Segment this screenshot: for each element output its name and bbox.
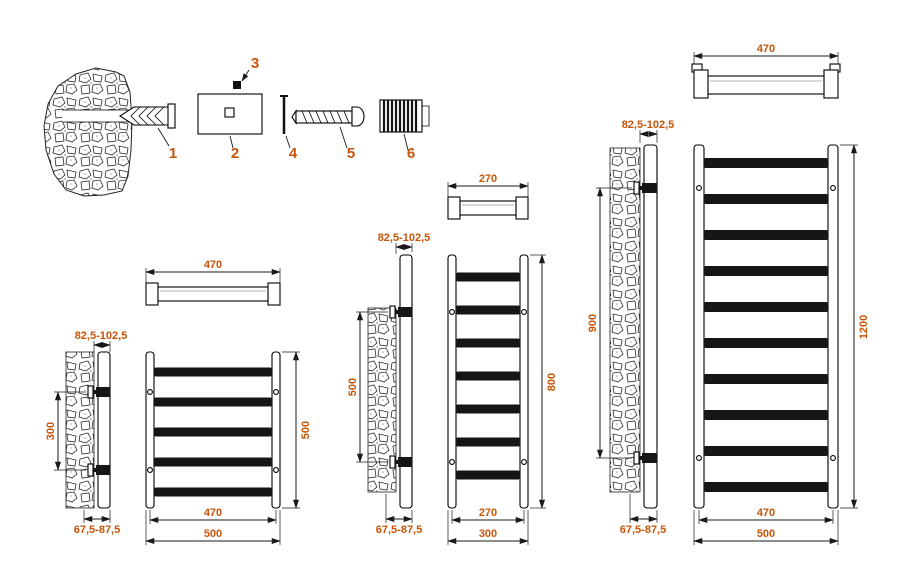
rung: [704, 230, 828, 240]
part-label-3: 3: [251, 55, 259, 72]
rung: [704, 194, 828, 204]
medium-width-inner-dim: 270: [479, 507, 497, 519]
medium-bracket-bottom: [389, 455, 412, 469]
part-label-5: 5: [347, 145, 355, 162]
fixing-screw: [291, 106, 365, 149]
rung: [704, 446, 828, 456]
small-rail-top-view: 470: [145, 259, 281, 306]
rung: [704, 374, 828, 384]
small-bracket-bottom: [87, 463, 110, 477]
part-label-4: 4: [289, 145, 298, 162]
rung: [704, 158, 828, 168]
rung: [154, 397, 272, 407]
large-bracket-bottom: [633, 451, 657, 465]
large-bracket-span-dim: 900: [587, 314, 599, 332]
large-rail-top-view: 470: [691, 43, 841, 99]
medium-bottom-offset-dim: 67,5-87,5: [376, 524, 422, 536]
medium-bracket-top: [389, 305, 412, 319]
medium-rail-side-view: 82,5-102,5 500 67,5-87,5: [347, 232, 430, 536]
medium-rail-top-view: 270: [447, 173, 529, 220]
small-rail-width-dim: 470: [204, 259, 222, 271]
rung: [456, 437, 520, 447]
rung: [456, 272, 520, 282]
wall-section: [43, 67, 133, 197]
rung: [456, 470, 520, 480]
rung: [456, 404, 520, 414]
large-width-outer-dim: 500: [757, 528, 775, 540]
rung: [154, 487, 272, 497]
small-rail-front-view: 500 470 500: [145, 351, 312, 545]
medium-width-outer-dim: 300: [479, 528, 497, 540]
medium-rail-width-dim: 270: [479, 173, 497, 185]
medium-rail-assembly: 270 82,5-102,5 500: [347, 173, 558, 545]
large-height-dim: 1200: [858, 315, 870, 339]
small-bracket-top: [87, 385, 110, 399]
small-rail-side-view: 82,5-102,5 300 67,5-87,5: [45, 330, 127, 536]
large-rail-front-view: 1200 470 500: [693, 144, 870, 545]
small-bottom-offset-dim: 67,5-87,5: [74, 524, 120, 536]
large-rail-assembly: 470 82,5-102,5 900: [587, 43, 870, 545]
small-wall-offset-dim: 82,5-102,5: [75, 330, 128, 342]
small-wall-hatch: [65, 351, 95, 509]
small-rail-assembly: 470 82,5-102,5 300: [45, 259, 312, 545]
part-label-1: 1: [169, 145, 177, 162]
rung: [456, 338, 520, 348]
part-label-6: 6: [407, 145, 415, 162]
small-height-dim: 500: [300, 421, 312, 439]
medium-rail-front-view: 800 270 300: [447, 254, 558, 545]
mounting-hardware-detail: 1 2 3 4 5 6: [43, 55, 430, 197]
rung: [154, 457, 272, 467]
small-width-inner-dim: 470: [204, 507, 222, 519]
large-wall-offset-dim: 82,5-102,5: [622, 119, 675, 131]
medium-wall-offset-dim: 82,5-102,5: [378, 232, 431, 244]
rung: [154, 427, 272, 437]
large-rail-width-dim: 470: [757, 43, 775, 55]
rung: [704, 410, 828, 420]
cap-fastener: [233, 69, 250, 89]
part-label-2: 2: [231, 145, 239, 162]
large-bracket-top: [633, 181, 657, 195]
large-bottom-offset-dim: 67,5-87,5: [620, 524, 666, 536]
medium-bracket-span-dim: 500: [347, 378, 359, 396]
locking-pin: [280, 95, 291, 149]
anchor-dowel: [118, 103, 176, 147]
drilled-hole: [62, 109, 130, 123]
large-width-inner-dim: 470: [757, 507, 775, 519]
rung: [154, 367, 272, 377]
rung: [456, 371, 520, 381]
spacer-sleeve: [379, 99, 430, 151]
large-wall-hatch: [609, 147, 641, 493]
rung: [704, 302, 828, 312]
rung: [456, 305, 520, 315]
mounting-plate: [197, 93, 263, 149]
small-width-outer-dim: 500: [204, 528, 222, 540]
rung: [704, 482, 828, 492]
medium-height-dim: 800: [546, 373, 558, 391]
small-bracket-span-dim: 300: [45, 422, 57, 440]
rung: [704, 338, 828, 348]
large-rail-side-view: 82,5-102,5 900 67,5-87,5: [587, 119, 674, 536]
rung: [704, 266, 828, 276]
